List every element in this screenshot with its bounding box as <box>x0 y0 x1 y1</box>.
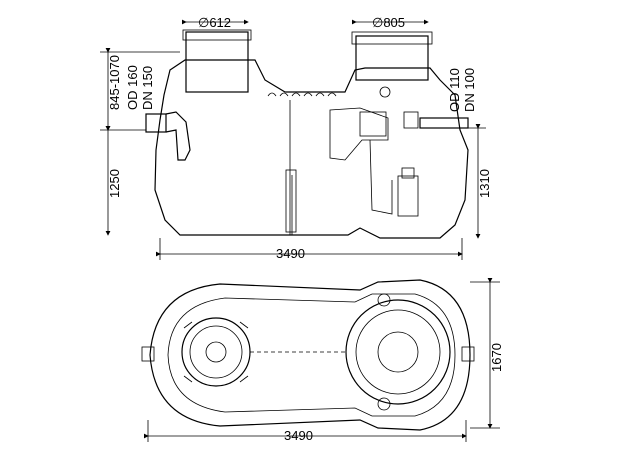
pump-assembly <box>329 86 419 217</box>
right-manhole-riser <box>355 35 429 81</box>
dim-inlet-od: OD 160 <box>125 65 140 110</box>
dim-side-length: 3490 <box>276 246 305 261</box>
top-view: 1670 3490 <box>141 278 504 443</box>
dim-manhole-left: ∅612 <box>198 15 231 30</box>
dim-inlet-height: 845-1070 <box>107 55 122 110</box>
dim-outlet-od: OD 110 <box>447 68 462 112</box>
dim-top-length: 3490 <box>284 428 313 443</box>
left-manhole-top <box>181 317 251 387</box>
side-view: ∅612 ∅805 845-1070 OD 160 DN 150 1250 OD… <box>100 15 492 261</box>
left-manhole-riser <box>185 31 249 93</box>
dim-inlet-dn: DN 150 <box>140 66 155 110</box>
outlet-pipe <box>419 117 469 129</box>
dim-right-height: 1310 <box>477 169 492 198</box>
dim-top-width: 1670 <box>489 343 504 372</box>
tank-top-outline <box>149 279 471 431</box>
dim-outlet-dn: DN 100 <box>462 68 477 112</box>
right-manhole-top <box>345 293 451 411</box>
inlet-pipe <box>145 113 167 133</box>
top-bumps <box>267 92 337 97</box>
tank-side-outline <box>154 59 469 239</box>
dim-manhole-right: ∅805 <box>372 15 405 30</box>
dim-left-height: 1250 <box>107 169 122 198</box>
